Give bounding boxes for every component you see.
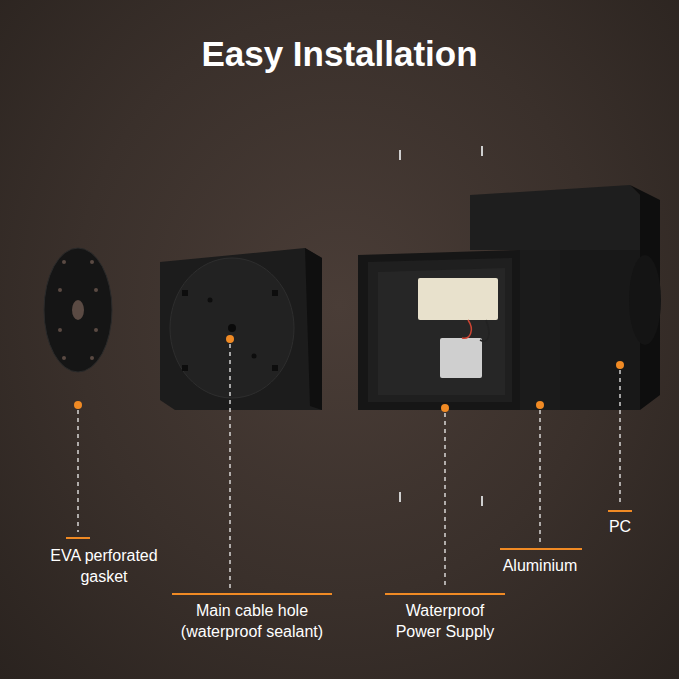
part-label: PC bbox=[600, 516, 640, 537]
part-label: Aluminium bbox=[490, 555, 590, 576]
pc-head bbox=[470, 185, 661, 410]
leader-lines bbox=[78, 344, 620, 588]
part-label: Main cable hole (waterproof sealant) bbox=[168, 600, 336, 642]
part-label: Waterproof Power Supply bbox=[384, 600, 506, 642]
screws bbox=[400, 146, 482, 506]
gasket bbox=[44, 248, 112, 372]
orange-markers bbox=[74, 335, 624, 412]
aluminium-housing bbox=[358, 250, 560, 410]
part-label: EVA perforated gasket bbox=[34, 545, 174, 587]
mounting-plate bbox=[160, 248, 322, 410]
title: Easy Installation bbox=[0, 34, 679, 74]
